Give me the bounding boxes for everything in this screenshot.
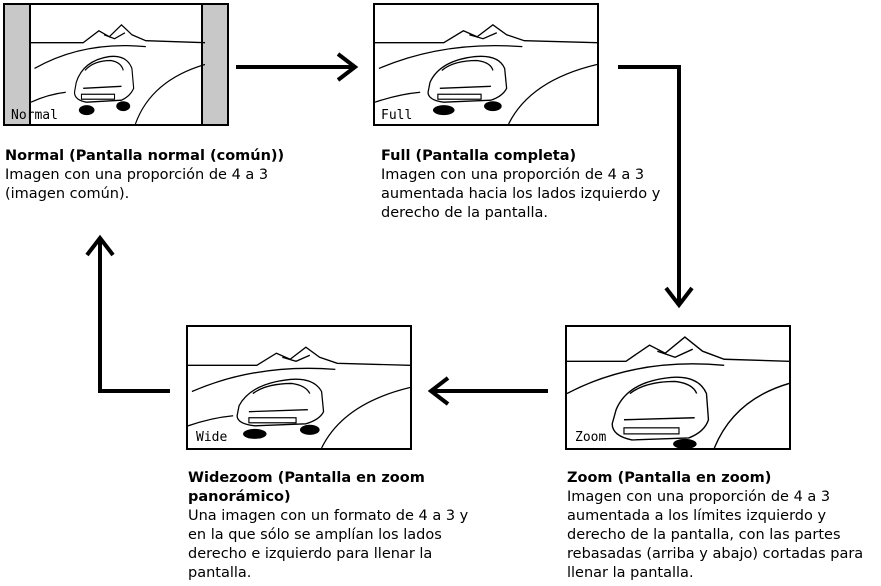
- car-road-illustration: [31, 23, 205, 124]
- car-road-illustration: [188, 346, 410, 448]
- arrow-normal-to-full: [236, 52, 359, 82]
- pillarbox-right: [201, 5, 227, 124]
- full-caption-description: Imagen con una proporción de 4 a 3 aumen…: [381, 167, 661, 221]
- mode-label-normal: Normal: [11, 108, 58, 123]
- full-caption-title: Full (Pantalla completa): [381, 148, 577, 164]
- normal-mode-screen: Normal: [3, 3, 229, 126]
- widezoom-caption: Widezoom (Pantalla en zoom panorámico) U…: [188, 469, 488, 583]
- arrow-widezoom-to-normal: [85, 234, 170, 393]
- arrow-zoom-to-widezoom: [427, 376, 548, 406]
- zoom-caption: Zoom (Pantalla en zoom) Imagen con una p…: [567, 469, 879, 583]
- normal-caption: Normal (Pantalla normal (común)) Imagen …: [5, 147, 285, 204]
- zoom-caption-description: Imagen con una proporción de 4 a 3 aumen…: [567, 489, 864, 581]
- mode-label-full: Full: [381, 108, 413, 123]
- mode-label-wide: Wide: [196, 430, 228, 445]
- arrow-full-to-zoom: [618, 65, 694, 309]
- car-road-illustration: [375, 24, 597, 124]
- pillarbox-left: [5, 5, 31, 124]
- widezoom-mode-screen: Wide: [186, 325, 412, 450]
- full-caption: Full (Pantalla completa) Imagen con una …: [381, 147, 671, 223]
- zoom-caption-title: Zoom (Pantalla en zoom): [567, 470, 772, 486]
- normal-caption-description: Imagen con una proporción de 4 a 3 (imag…: [5, 167, 269, 202]
- mode-label-zoom: Zoom: [575, 430, 607, 445]
- full-mode-screen: Full: [373, 3, 599, 126]
- zoom-mode-screen: Zoom: [565, 325, 791, 450]
- car-road-illustration: [567, 336, 789, 448]
- widezoom-caption-title: Widezoom (Pantalla en zoom panorámico): [188, 470, 425, 505]
- widezoom-caption-description: Una imagen con un formato de 4 a 3 y en …: [188, 508, 469, 581]
- normal-caption-title: Normal (Pantalla normal (común)): [5, 148, 285, 164]
